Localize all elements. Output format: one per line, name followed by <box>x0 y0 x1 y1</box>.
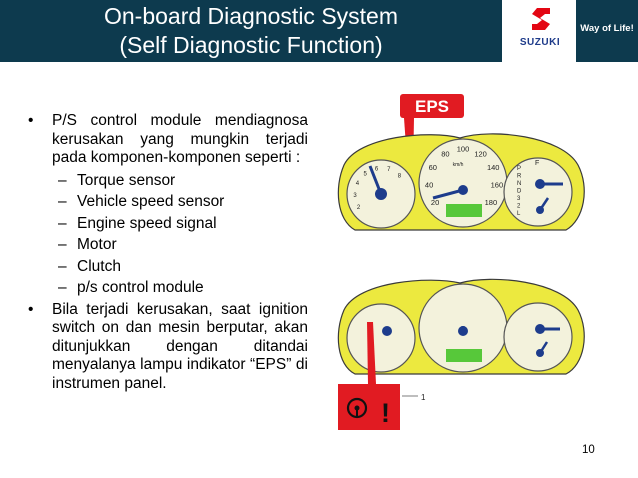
gear-letter: L <box>517 211 521 217</box>
speedometer-tick-label: 40 <box>425 181 433 190</box>
warning-callout-pointer <box>367 322 376 384</box>
gear-letter: D <box>517 189 522 195</box>
bullet-1: P/S control module mendiagnosa kerusakan… <box>26 112 308 168</box>
warning-lamp-callout: ! 1 <box>338 322 426 430</box>
tachometer-tick-label: 7 <box>387 167 391 173</box>
title-band <box>0 0 502 62</box>
speedometer-tick-label: 100 <box>457 145 470 154</box>
tachometer-tick-label: 4 <box>356 181 360 187</box>
cluster-bottom <box>337 278 585 375</box>
fuel-hub <box>535 324 545 334</box>
tachometer-hub <box>375 188 387 200</box>
suzuki-s-logo-icon <box>532 8 550 30</box>
gear-letter: P <box>517 166 521 172</box>
component-list: Torque sensor Vehicle speed sensor Engin… <box>26 170 308 299</box>
gear-letter: 3 <box>517 196 521 202</box>
gear-letter: 2 <box>517 204 521 210</box>
temp-hub <box>536 349 544 357</box>
tachometer-tick-label: 8 <box>398 174 402 180</box>
component-item: Clutch <box>26 256 308 278</box>
slide-title: On-board Diagnostic System (Self Diagnos… <box>0 2 502 60</box>
speedometer-tick-label: 140 <box>487 163 500 172</box>
bullet-2: Bila terjadi kerusakan, saat ignition sw… <box>26 301 308 394</box>
callout-number: 1 <box>421 393 426 402</box>
bullet-content: P/S control module mendiagnosa kerusakan… <box>26 112 308 393</box>
speedometer-tick-label: 180 <box>485 198 498 207</box>
title-line-2: (Self Diagnostic Function) <box>119 32 383 58</box>
speedometer-needle <box>432 188 464 200</box>
eps-label: EPS <box>415 97 449 116</box>
title-line-1: On-board Diagnostic System <box>103 3 398 29</box>
slide-header: On-board Diagnostic System (Self Diagnos… <box>0 0 638 62</box>
fuel-hub <box>535 179 545 189</box>
fuel-temp-gauge <box>503 302 573 372</box>
tachometer-hub <box>382 326 392 336</box>
eps-label-box <box>400 94 464 118</box>
speedometer-tick-label: 160 <box>491 181 504 190</box>
odometer-lcd <box>446 204 482 217</box>
speedometer-hub <box>458 326 468 336</box>
component-item: Engine speed signal <box>26 213 308 235</box>
tachometer-tick-label: 2 <box>357 205 361 211</box>
component-item: Torque sensor <box>26 170 308 192</box>
slogan-text: Way of Life! <box>580 23 634 34</box>
component-item: p/s control module <box>26 277 308 299</box>
steering-wheel-hub <box>354 405 360 411</box>
speedometer-tick-label: 20 <box>431 198 439 207</box>
page-number: 10 <box>582 444 595 456</box>
tachometer-tick-label: 3 <box>353 193 357 199</box>
exclamation-icon: ! <box>381 398 390 428</box>
component-item: Motor <box>26 234 308 256</box>
fuel-temp-gauge <box>503 157 573 227</box>
speedometer-tick-label: 80 <box>441 149 449 158</box>
tachometer-gauge <box>346 303 416 373</box>
tachometer-tick-label: 5 <box>364 171 368 177</box>
fuel-label: F <box>535 160 539 167</box>
speedometer-tick-label: 120 <box>474 149 487 158</box>
speedometer-hub <box>458 185 468 195</box>
tachometer-tick-label: 6 <box>375 166 379 172</box>
gear-letter: N <box>517 181 521 187</box>
speed-unit-label: km/h <box>453 162 464 168</box>
gear-letter: R <box>517 174 522 180</box>
slogan-box <box>576 0 638 62</box>
speedometer-tick-label: 60 <box>429 163 437 172</box>
temp-hub <box>536 206 544 214</box>
suzuki-wordmark: SUZUKI <box>519 37 561 48</box>
component-item: Vehicle speed sensor <box>26 191 308 213</box>
odometer-lcd <box>446 349 482 362</box>
